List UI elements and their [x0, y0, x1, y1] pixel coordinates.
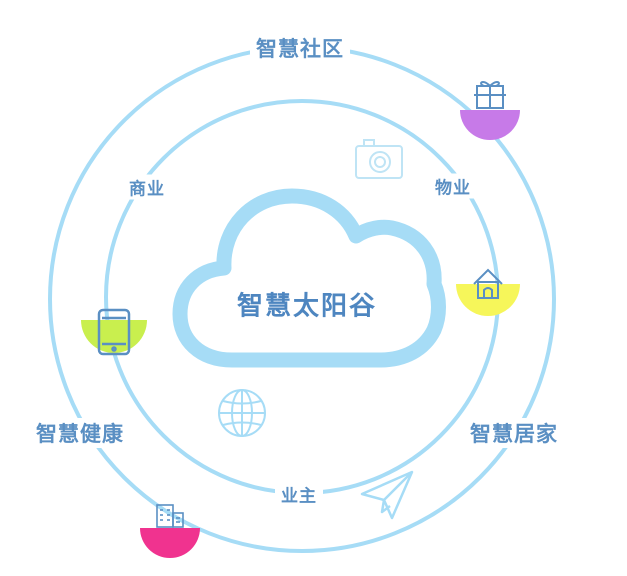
outer-label-top: 智慧社区	[250, 33, 350, 63]
gift-icon	[474, 80, 506, 109]
building-badge	[140, 504, 200, 558]
inner-label-bottom: 业主	[275, 481, 323, 507]
inner-label-left: 商业	[123, 174, 171, 200]
globe-icon	[218, 389, 266, 437]
smartphone-badge	[81, 308, 147, 356]
gift-badge	[460, 80, 520, 140]
smartphone-icon	[97, 308, 131, 356]
outer-label-right: 智慧居家	[464, 418, 564, 448]
inner-label-right: 物业	[429, 173, 477, 199]
outer-label-left: 智慧健康	[30, 418, 130, 448]
cloud-shape	[172, 188, 446, 368]
center-label: 智慧太阳谷	[236, 291, 378, 322]
home-icon	[473, 268, 503, 299]
paper-plane-icon	[360, 470, 414, 520]
home-badge	[456, 268, 520, 316]
building-icon	[156, 504, 184, 528]
camera-icon	[355, 139, 403, 179]
